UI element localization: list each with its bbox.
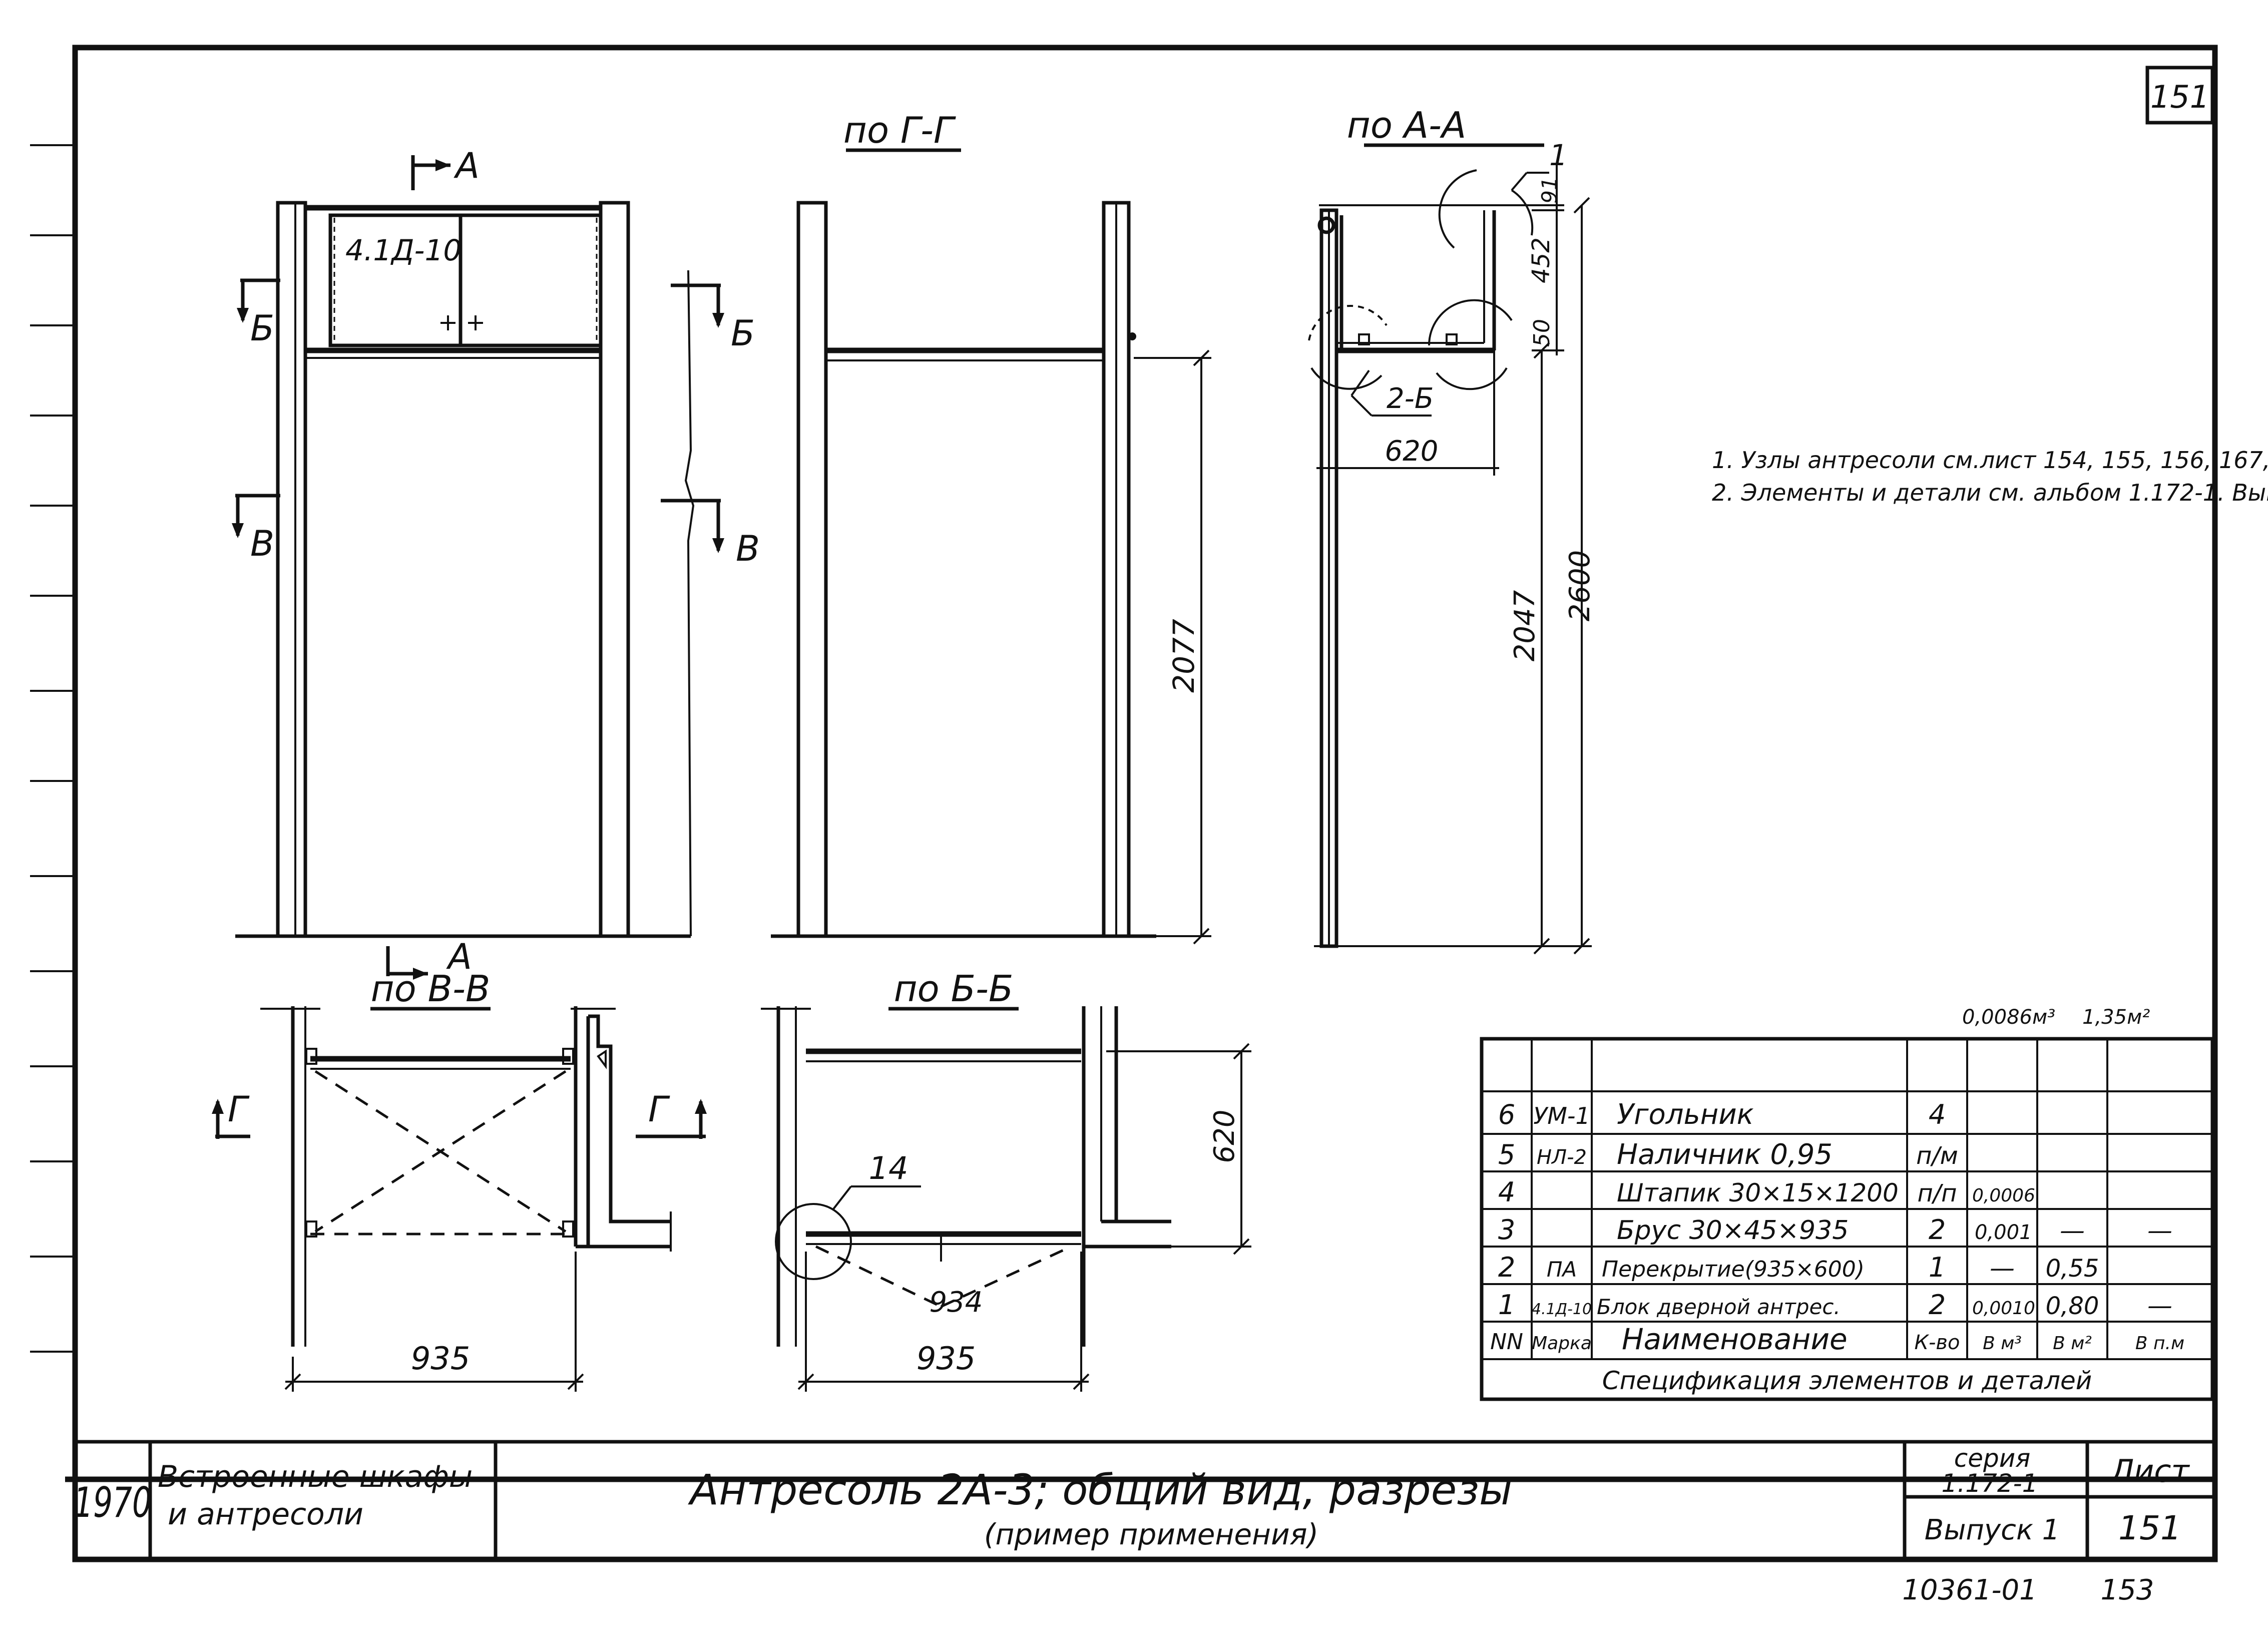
dim-shelf-50: 50	[1529, 319, 1555, 347]
spec-total-volume: 0,0086м³	[1962, 1006, 2055, 1029]
spec-row-1-no: 1	[1498, 1289, 1515, 1321]
dim-clear-2047: 2047	[1509, 590, 1541, 661]
spec-row-3-name: Брус 30×45×935	[1617, 1215, 1849, 1246]
dim-height-2077: 2077	[1167, 619, 1201, 693]
spec-header-qty: К-во	[1915, 1331, 1960, 1354]
front-elevation: 4.1Д-10 А А Б Б В В	[232, 145, 760, 980]
title-category-line2: и антресоли	[168, 1497, 363, 1532]
callout-1: 1	[1549, 138, 1568, 172]
spec-row-5-no: 5	[1498, 1139, 1515, 1170]
dim-top-91: 91	[1537, 177, 1562, 203]
section-vv-title: по В-В	[371, 968, 491, 1010]
spec-row-6-name: Угольник	[1617, 1098, 1754, 1131]
spec-row-5-name: Наличник 0,95	[1617, 1138, 1833, 1171]
section-mark-g-right: Г	[648, 1089, 670, 1130]
dim-total-2600: 2600	[1564, 550, 1596, 622]
title-issue: Выпуск 1	[1925, 1514, 2060, 1546]
spec-header-mark: Марка	[1532, 1333, 1592, 1354]
dim-height-620-bb: 620	[1208, 1110, 1241, 1163]
spec-row-1-area: 0,80	[2046, 1292, 2099, 1320]
sheet-frame	[30, 45, 2218, 1562]
section-mark-a-top: А	[453, 145, 480, 186]
archive-marks: 10361-01 153	[1902, 1574, 2154, 1606]
spec-row-1-vol: 0,0010	[1972, 1298, 2035, 1319]
callout-14: 14	[869, 1150, 909, 1186]
archive-number: 10361-01	[1902, 1574, 2037, 1606]
spec-header-name: Наименование	[1622, 1322, 1848, 1356]
node-label-2b: 2-Б	[1387, 382, 1434, 415]
note-2: 2. Элементы и детали см. альбом 1.172-1.…	[1712, 479, 2268, 506]
dim-depth-452: 452	[1527, 237, 1555, 283]
title-sheet-label: Лист	[2109, 1453, 2190, 1489]
title-category-line1: Встроенные шкафы	[158, 1459, 473, 1494]
title-subtitle: (пример применения)	[984, 1517, 1318, 1551]
section-mark-a-bottom: А	[446, 936, 472, 977]
section-mark-b-left: Б	[250, 308, 274, 349]
spec-row-2-vol: —	[1990, 1254, 2015, 1283]
section-vv: по В-В Г Г 935	[212, 968, 707, 1392]
spec-row-5-mark: НЛ-2	[1537, 1146, 1587, 1169]
section-mark-v-left: В	[250, 523, 274, 564]
section-bb: по Б-Б 14 934 620 935	[761, 968, 1251, 1392]
spec-total-area: 1,35м²	[2082, 1006, 2150, 1029]
section-aa: по А-А 1 2-Б 620 91 452 50	[1308, 104, 1596, 955]
title-series: 1.172-1	[1942, 1469, 2038, 1498]
general-notes: 1. Узлы антресоли см.лист 154, 155, 156,…	[1712, 447, 2268, 506]
spec-header-no: NN	[1490, 1329, 1523, 1355]
spec-row-4-name: Штапик 30×15×1200	[1617, 1178, 1899, 1207]
page-number-box: 151	[2145, 66, 2214, 125]
archive-page: 153	[2101, 1574, 2154, 1606]
spec-row-3-vol: 0,001	[1975, 1221, 2032, 1244]
section-gg: по Г-Г 2077	[771, 109, 1211, 945]
note-1: 1. Узлы антресоли см.лист 154, 155, 156,…	[1712, 447, 2268, 474]
spec-row-6-mark: УМ-1	[1533, 1102, 1590, 1129]
title-block: 1970 Встроенные шкафы и антресоли Антрес…	[73, 1440, 2217, 1561]
dim-width-935-vv: 935	[411, 1340, 470, 1377]
spec-row-6-no: 6	[1498, 1099, 1515, 1130]
title-sheet-number: 151	[2118, 1509, 2181, 1547]
section-mark-b-right: Б	[731, 313, 755, 354]
spec-row-2-area: 0,55	[2046, 1255, 2099, 1283]
section-mark-g-left: Г	[228, 1089, 250, 1130]
section-bb-title: по Б-Б	[894, 968, 1014, 1010]
spec-row-3-qty: 2	[1929, 1214, 1946, 1246]
spec-row-4-vol: 0,0006	[1972, 1185, 2035, 1206]
spec-row-1-lin: —	[2147, 1291, 2172, 1320]
door-panel-label: 4.1Д-10	[345, 233, 462, 267]
dim-inner-934: 934	[930, 1286, 983, 1319]
dim-width-935-bb: 935	[917, 1340, 976, 1377]
section-gg-title: по Г-Г	[843, 109, 956, 151]
spec-row-4-no: 4	[1498, 1176, 1515, 1208]
spec-row-3-area: —	[2060, 1216, 2085, 1245]
title-main: Антресоль 2А-3; общий вид, разрезы	[688, 1465, 1513, 1514]
spec-row-2-name: Перекрытие(935×600)	[1602, 1257, 1865, 1282]
spec-row-1-name: Блок дверной антрес.	[1597, 1295, 1841, 1319]
spec-row-6-qty: 4	[1929, 1099, 1946, 1130]
spec-caption: Спецификация элементов и деталей	[1602, 1366, 2092, 1395]
section-mark-v-right: В	[736, 528, 760, 569]
spec-row-5-qty: п/м	[1916, 1142, 1958, 1170]
specification-table: 0,0086м³ 1,35м² 6 УМ-1 Угольник 4 5 НЛ-2…	[1480, 1006, 2214, 1401]
spec-row-3-no: 3	[1498, 1214, 1515, 1246]
title-year: 1970	[74, 1479, 152, 1527]
spec-header-vol: В м³	[1983, 1333, 2022, 1354]
page-number: 151	[2150, 79, 2209, 115]
spec-header-area: В м²	[2053, 1333, 2092, 1354]
title-series-label: серия	[1954, 1444, 2031, 1473]
dim-width-620: 620	[1385, 435, 1439, 468]
spec-row-2-qty: 1	[1929, 1252, 1946, 1283]
spec-row-4-qty: п/п	[1918, 1179, 1957, 1207]
spec-row-1-qty: 2	[1929, 1289, 1946, 1321]
spec-header-lin: В п.м	[2135, 1333, 2184, 1354]
spec-row-1-mark: 4.1Д-10	[1532, 1301, 1592, 1318]
spec-row-2-no: 2	[1498, 1252, 1515, 1283]
spec-row-3-lin: —	[2147, 1216, 2172, 1245]
section-aa-title: по А-А	[1347, 104, 1467, 146]
spec-row-2-mark: ПА	[1547, 1257, 1577, 1282]
